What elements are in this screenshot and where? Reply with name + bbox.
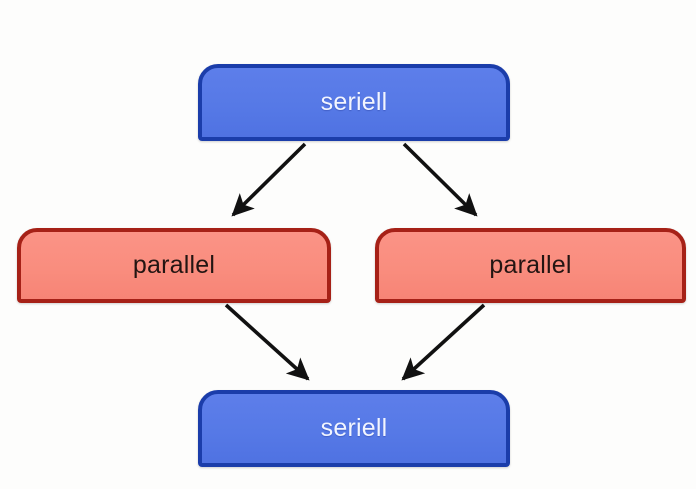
node-top-serial[interactable]: seriell: [198, 64, 510, 141]
node-right-parallel[interactable]: parallel: [375, 228, 686, 303]
node-bottom-serial[interactable]: seriell: [198, 390, 510, 467]
edge-top-to-left: [231, 142, 307, 217]
edge-right-to-bottom: [401, 303, 486, 381]
node-left-parallel[interactable]: parallel: [17, 228, 331, 303]
node-label: seriell: [320, 414, 388, 442]
node-label: seriell: [320, 88, 388, 116]
edge-top-to-right: [402, 142, 478, 217]
edge-left-to-bottom: [224, 303, 310, 381]
node-label: parallel: [132, 251, 216, 279]
node-label: parallel: [489, 251, 572, 279]
